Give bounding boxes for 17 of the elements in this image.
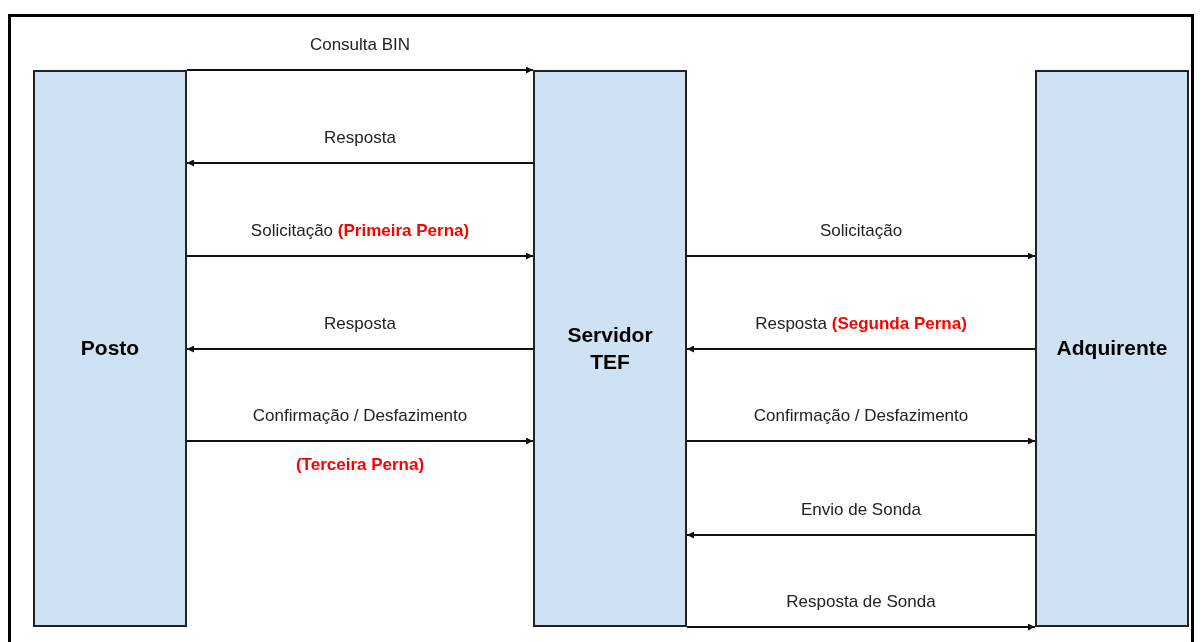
participant-box (1035, 70, 1189, 627)
message-arrow (687, 345, 1035, 353)
message-arrow (187, 252, 533, 260)
participant-name: Servidor TEF (566, 322, 654, 375)
message-arrow (687, 437, 1035, 445)
message-arrow (187, 345, 533, 353)
note-text: (Terceira Perna) (295, 455, 425, 475)
participant-box (33, 70, 187, 627)
message-arrow (687, 623, 1035, 631)
participant-name: Posto (80, 335, 140, 362)
message-arrow (687, 531, 1035, 539)
message-arrow (187, 437, 533, 445)
participant-box (533, 70, 687, 627)
participant-name: Adquirente (1056, 335, 1168, 362)
message-arrow (687, 252, 1035, 260)
message-arrow (187, 66, 533, 74)
message-arrow (187, 159, 533, 167)
